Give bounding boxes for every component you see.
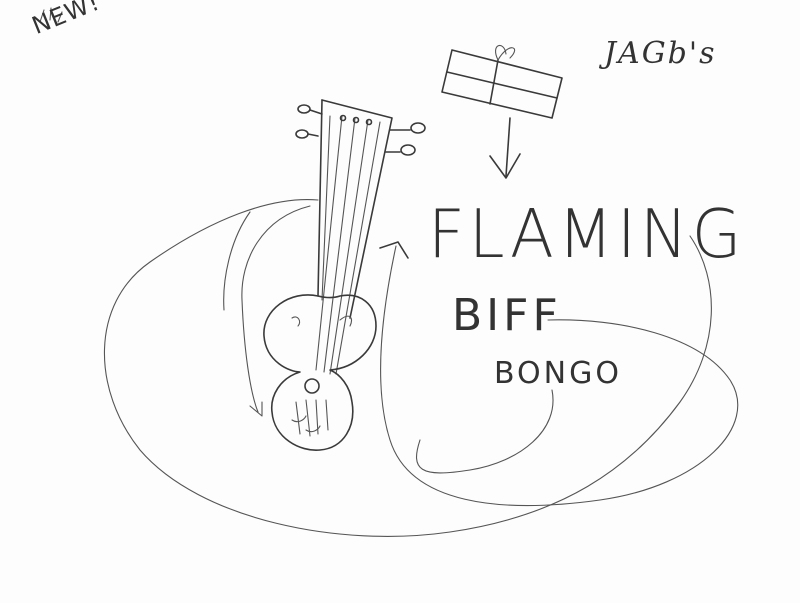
arrow-down-icon xyxy=(489,117,521,179)
guitar-icon xyxy=(263,99,426,451)
gift-box-icon xyxy=(441,44,563,119)
signature: JAGb's xyxy=(604,36,717,71)
title-line-bongo: BONGO xyxy=(494,356,622,391)
sparkle-icon xyxy=(39,7,63,23)
title-line-biff: BIFF xyxy=(452,290,562,341)
cord-line xyxy=(103,199,739,537)
title-line-flaming: FLAMING xyxy=(428,196,746,274)
